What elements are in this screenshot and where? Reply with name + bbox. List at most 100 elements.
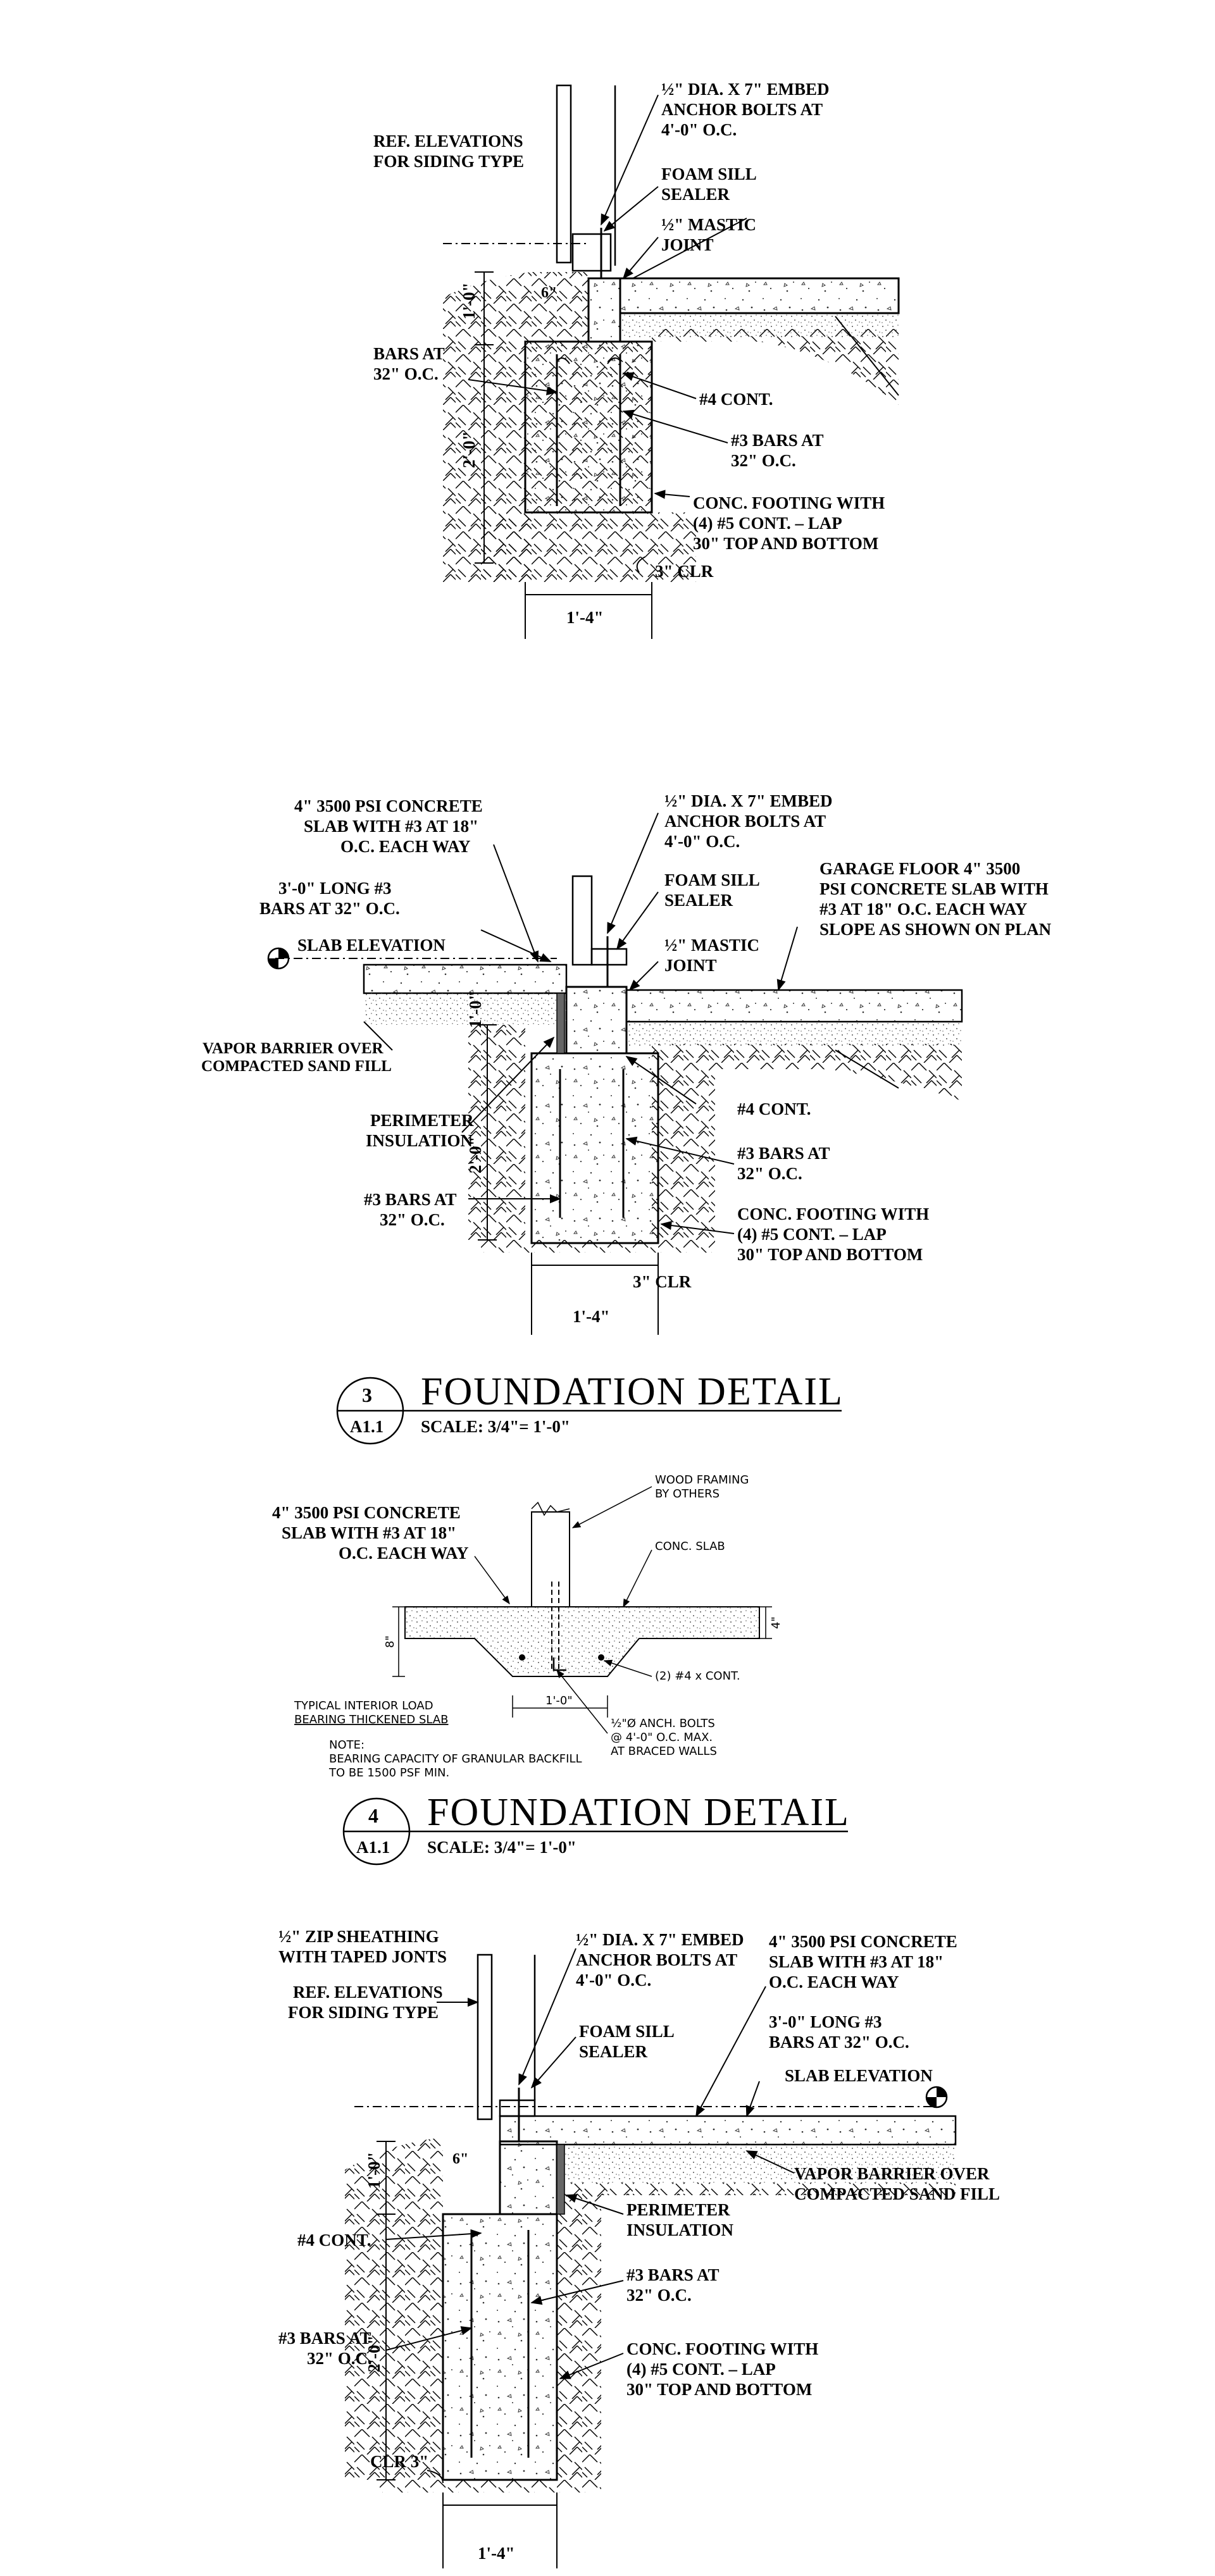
- note-anchor-3: 4'-0" O.C.: [661, 120, 737, 139]
- sand-left: [364, 993, 566, 1025]
- dim-width: 1'-4": [573, 1307, 609, 1326]
- note-anch-2: @ 4'-0" O.C. MAX.: [611, 1731, 713, 1744]
- slab: [619, 277, 900, 314]
- note-anchor-3: 4'-0" O.C.: [576, 1971, 651, 1990]
- slab-right: [625, 989, 963, 1023]
- note-garage-3: #3 AT 18" O.C. EACH WAY: [819, 900, 1027, 919]
- svg-text:½"Ø ANCH. BOLTS@ 4'-0" O.C. MA: ½"Ø ANCH. BOLTS@ 4'-0" O.C. MAX.AT BRACE…: [611, 1717, 717, 1758]
- note-bars3l-1: #3 BARS AT: [278, 2329, 371, 2348]
- note-1: NOTE:: [329, 1738, 364, 1752]
- sand-right: [626, 1022, 962, 1047]
- note-cont4: #4 CONT.: [737, 1099, 811, 1118]
- note-anchor-2: ANCHOR BOLTS AT: [661, 100, 823, 119]
- note-perim-2: INSULATION: [366, 1131, 473, 1150]
- note-anchor-2: ANCHOR BOLTS AT: [664, 812, 826, 831]
- note-slab-1: 4" 3500 PSI CONCRETE: [769, 1932, 957, 1951]
- note-typical-1: TYPICAL INTERIOR LOAD: [294, 1699, 433, 1712]
- note-slab-3: O.C. EACH WAY: [769, 1972, 899, 1991]
- note-bars3l-2: 32" O.C.: [307, 2349, 372, 2368]
- note-footing-1: CONC. FOOTING WITH: [626, 2339, 818, 2358]
- detail-title: FOUNDATION DETAIL: [427, 1791, 850, 1834]
- note-slab-3: O.C. EACH WAY: [340, 837, 471, 856]
- note-bars-2: 32" O.C.: [373, 364, 439, 383]
- note-long3-2: BARS AT 32" O.C.: [769, 2033, 909, 2052]
- note-anchor-2: ANCHOR BOLTS AT: [576, 1950, 737, 1969]
- note-cont4: #4 CONT.: [297, 2231, 371, 2250]
- stem-wall: [587, 277, 621, 343]
- dim-h1: 1'-0": [364, 2152, 383, 2189]
- note-mastic-1: ½" MASTIC: [661, 215, 756, 234]
- sand-fill: [620, 313, 899, 338]
- note-vapor-2: COMPACTED SAND FILL: [201, 1058, 392, 1075]
- stem-wall: [499, 2140, 558, 2215]
- note-footing-3: 30" TOP AND BOTTOM: [737, 1245, 923, 1264]
- note-footing-2: (4) #5 CONT. – LAP: [626, 2360, 776, 2379]
- note-long3-1: 3'-0" LONG #3: [278, 879, 392, 898]
- note-bars3l-1: #3 BARS AT: [364, 1190, 457, 1209]
- label-slab-elevation: SLAB ELEVATION: [785, 2066, 933, 2085]
- note-foam-2: SEALER: [664, 891, 733, 910]
- note-bars3r-2: 32" O.C.: [737, 1164, 802, 1183]
- note-anchor-1: ½" DIA. X 7" EMBED: [576, 1930, 744, 1949]
- note-zip-2: WITH TAPED JONTS: [278, 1947, 447, 1966]
- thickened-slab: [404, 1606, 760, 1677]
- note-zip-1: ½" ZIP SHEATHING: [278, 1927, 439, 1946]
- note-bars3r-1: #3 BARS AT: [626, 2265, 720, 2284]
- dim-6: 6": [452, 2151, 468, 2167]
- note-perim-1: PERIMETER: [626, 2200, 730, 2219]
- note-refelev-1: REF. ELEVATIONS: [293, 1983, 443, 2002]
- note-perim-1: PERIMETER: [370, 1111, 474, 1130]
- svg-text:CONC. FOOTING WITH(4) #5 CONT.: CONC. FOOTING WITH(4) #5 CONT. – LAP30" …: [737, 1204, 929, 1264]
- note-slab-1: 4" 3500 PSI CONCRETE: [272, 1503, 461, 1522]
- sill-plate: [571, 233, 612, 272]
- note-anchor-3: 4'-0" O.C.: [664, 832, 740, 851]
- note-vapor-1: VAPOR BARRIER OVER: [794, 2164, 990, 2183]
- note-clr: CLR 3": [370, 2452, 428, 2471]
- note-bars: (2) #4 x CONT.: [655, 1669, 740, 1683]
- svg-text:CONC. FOOTING WITH(4) #5 CONT.: CONC. FOOTING WITH(4) #5 CONT. – LAP30" …: [693, 493, 885, 553]
- footing: [524, 340, 653, 514]
- note-slab-2: SLAB WITH #3 AT 18": [769, 1952, 944, 1971]
- perimeter-insulation: [556, 993, 565, 1054]
- note-wood-2: BY OTHERS: [655, 1487, 720, 1501]
- dim-h1: 1'-0": [459, 283, 478, 319]
- svg-text:CONC. FOOTING WITH(4) #5 CONT.: CONC. FOOTING WITH(4) #5 CONT. – LAP30" …: [626, 2339, 818, 2399]
- note-bars3r-2: 32" O.C.: [626, 2286, 692, 2305]
- note-anchor-1: ½" DIA. X 7" EMBED: [661, 80, 830, 99]
- detail-scale: SCALE: 3/4"= 1'-0": [427, 1838, 576, 1857]
- earth-left: [443, 297, 532, 582]
- label-slab-elevation: SLAB ELEVATION: [297, 936, 446, 955]
- dim-width: 1'-4": [566, 608, 603, 627]
- detail-number: 4: [368, 1804, 378, 1827]
- detail-title: FOUNDATION DETAIL: [421, 1370, 844, 1413]
- dim-8: 8": [383, 1635, 397, 1648]
- note-foam-2: SEALER: [579, 2042, 648, 2061]
- earth-left: [345, 2138, 443, 2480]
